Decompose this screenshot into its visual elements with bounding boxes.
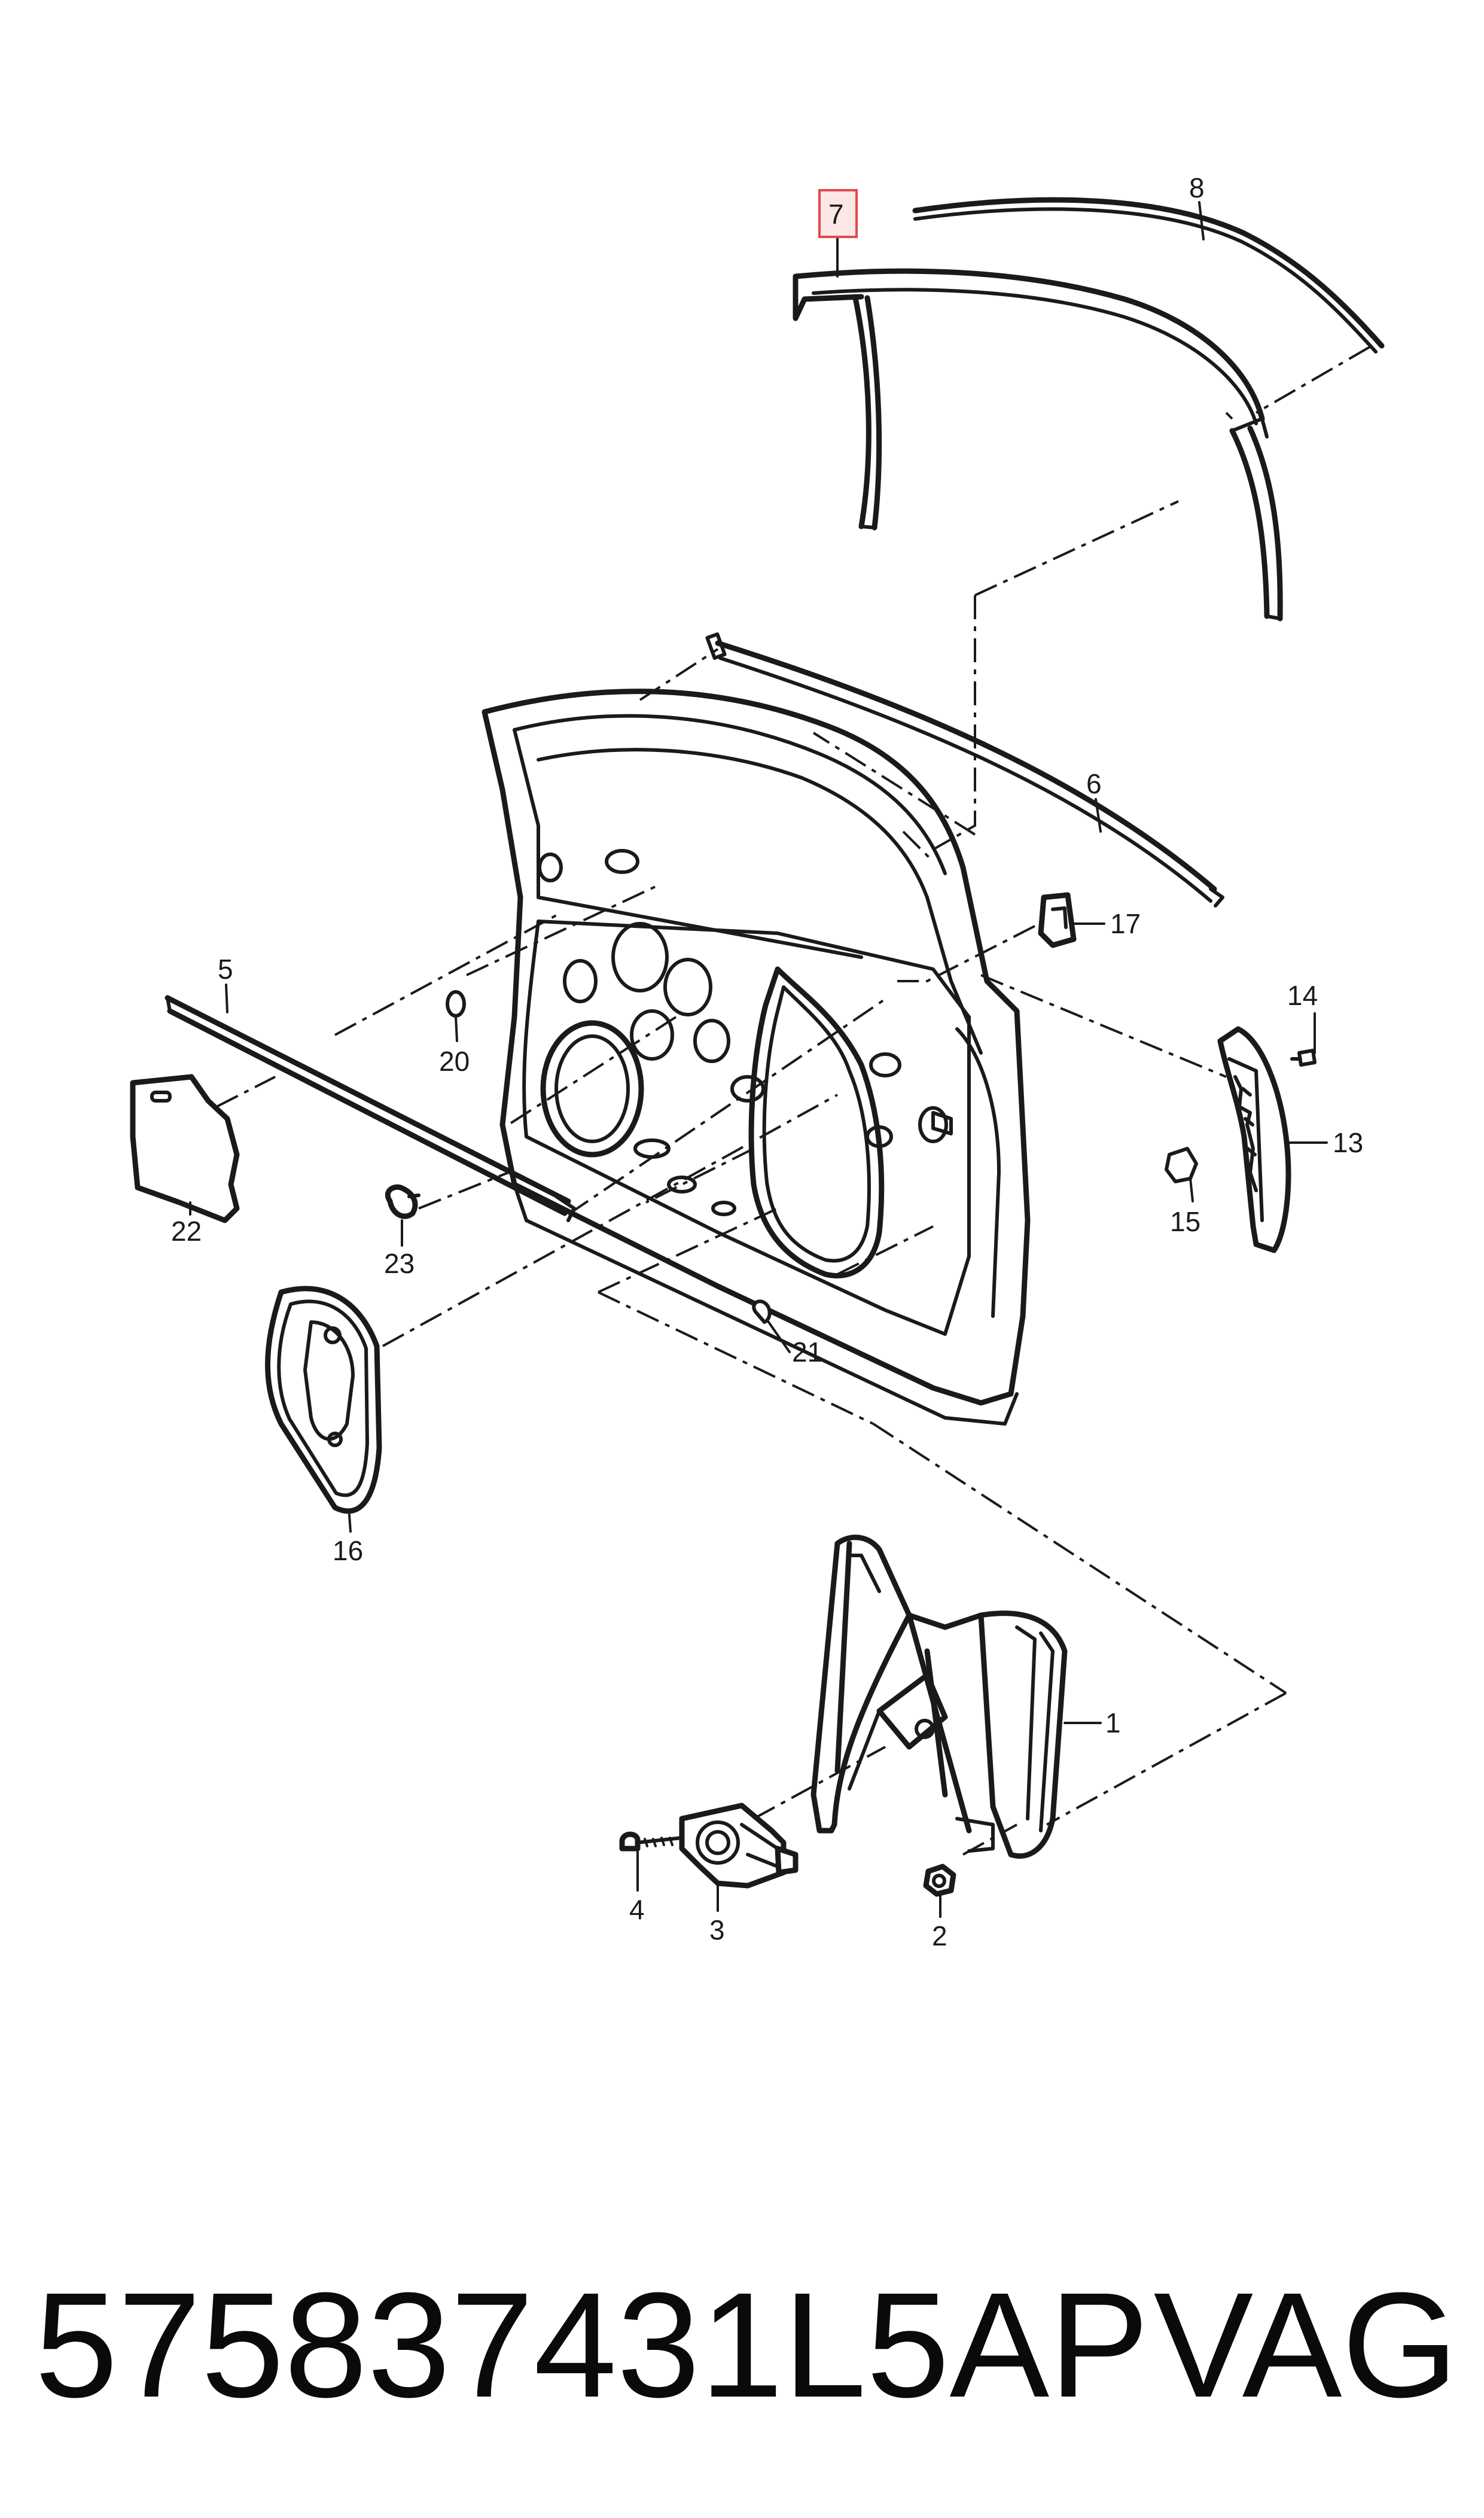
callout-14[interactable]: 14: [1287, 980, 1318, 1011]
callout-8[interactable]: 8: [1189, 172, 1205, 203]
part-21-clip: [752, 1299, 772, 1324]
part-20-grommet: [446, 990, 466, 1018]
callout-5[interactable]: 5: [218, 954, 233, 985]
part-6-belt-seal: [705, 632, 1224, 908]
part-3-window-motor: [679, 1803, 799, 1889]
leader-lines: [189, 201, 1328, 1918]
callout-7[interactable]: 7: [828, 199, 844, 230]
part-5-inner-belt-seal: [164, 995, 576, 1222]
part-16-seal-panel: [265, 1286, 382, 1514]
callout-7-highlight: [818, 189, 858, 238]
door-shell: [482, 689, 1031, 1426]
assembly-lines: [216, 346, 1371, 1856]
part-8-outer-seal: [912, 197, 1385, 354]
callout-23[interactable]: 23: [384, 1248, 415, 1279]
callout-1[interactable]: 1: [1105, 1707, 1121, 1738]
callout-21[interactable]: 21: [792, 1336, 822, 1368]
part-7-window-channel: [793, 268, 1283, 622]
callout-2[interactable]: 2: [932, 1920, 947, 1951]
part-13-pillar-trim: [1217, 1026, 1291, 1253]
footer: 575837431L5AP VAG: [35, 2261, 1458, 2429]
callout-4[interactable]: 4: [629, 1894, 645, 1925]
callout-17[interactable]: 17: [1110, 908, 1141, 939]
callout-16[interactable]: 16: [333, 1535, 363, 1566]
callout-15[interactable]: 15: [1170, 1206, 1200, 1237]
callout-6[interactable]: 6: [1086, 768, 1102, 799]
callout-13[interactable]: 13: [1333, 1127, 1363, 1158]
part-22-membrane: [130, 1074, 240, 1223]
part-15-clip: [1165, 1147, 1198, 1183]
part-1-window-regulator: [810, 1534, 1068, 1859]
part-4-screw: [619, 1831, 684, 1852]
brand-name: VAG: [1153, 2261, 1458, 2428]
callout-22[interactable]: 22: [171, 1216, 202, 1247]
part-17-bracket: [1038, 892, 1077, 948]
callout-20[interactable]: 20: [439, 1046, 470, 1077]
part-2-nut: [923, 1864, 956, 1897]
callout-3[interactable]: 3: [709, 1914, 725, 1945]
part-23-plug: [385, 1184, 420, 1219]
part-14-screw: [1290, 1049, 1317, 1067]
callout-labels: 7 8 6 17 14 13 15 5 20 21 22 23 16 1 2 3…: [171, 172, 1363, 1951]
part-number: 575837431L5AP: [35, 2261, 1149, 2428]
